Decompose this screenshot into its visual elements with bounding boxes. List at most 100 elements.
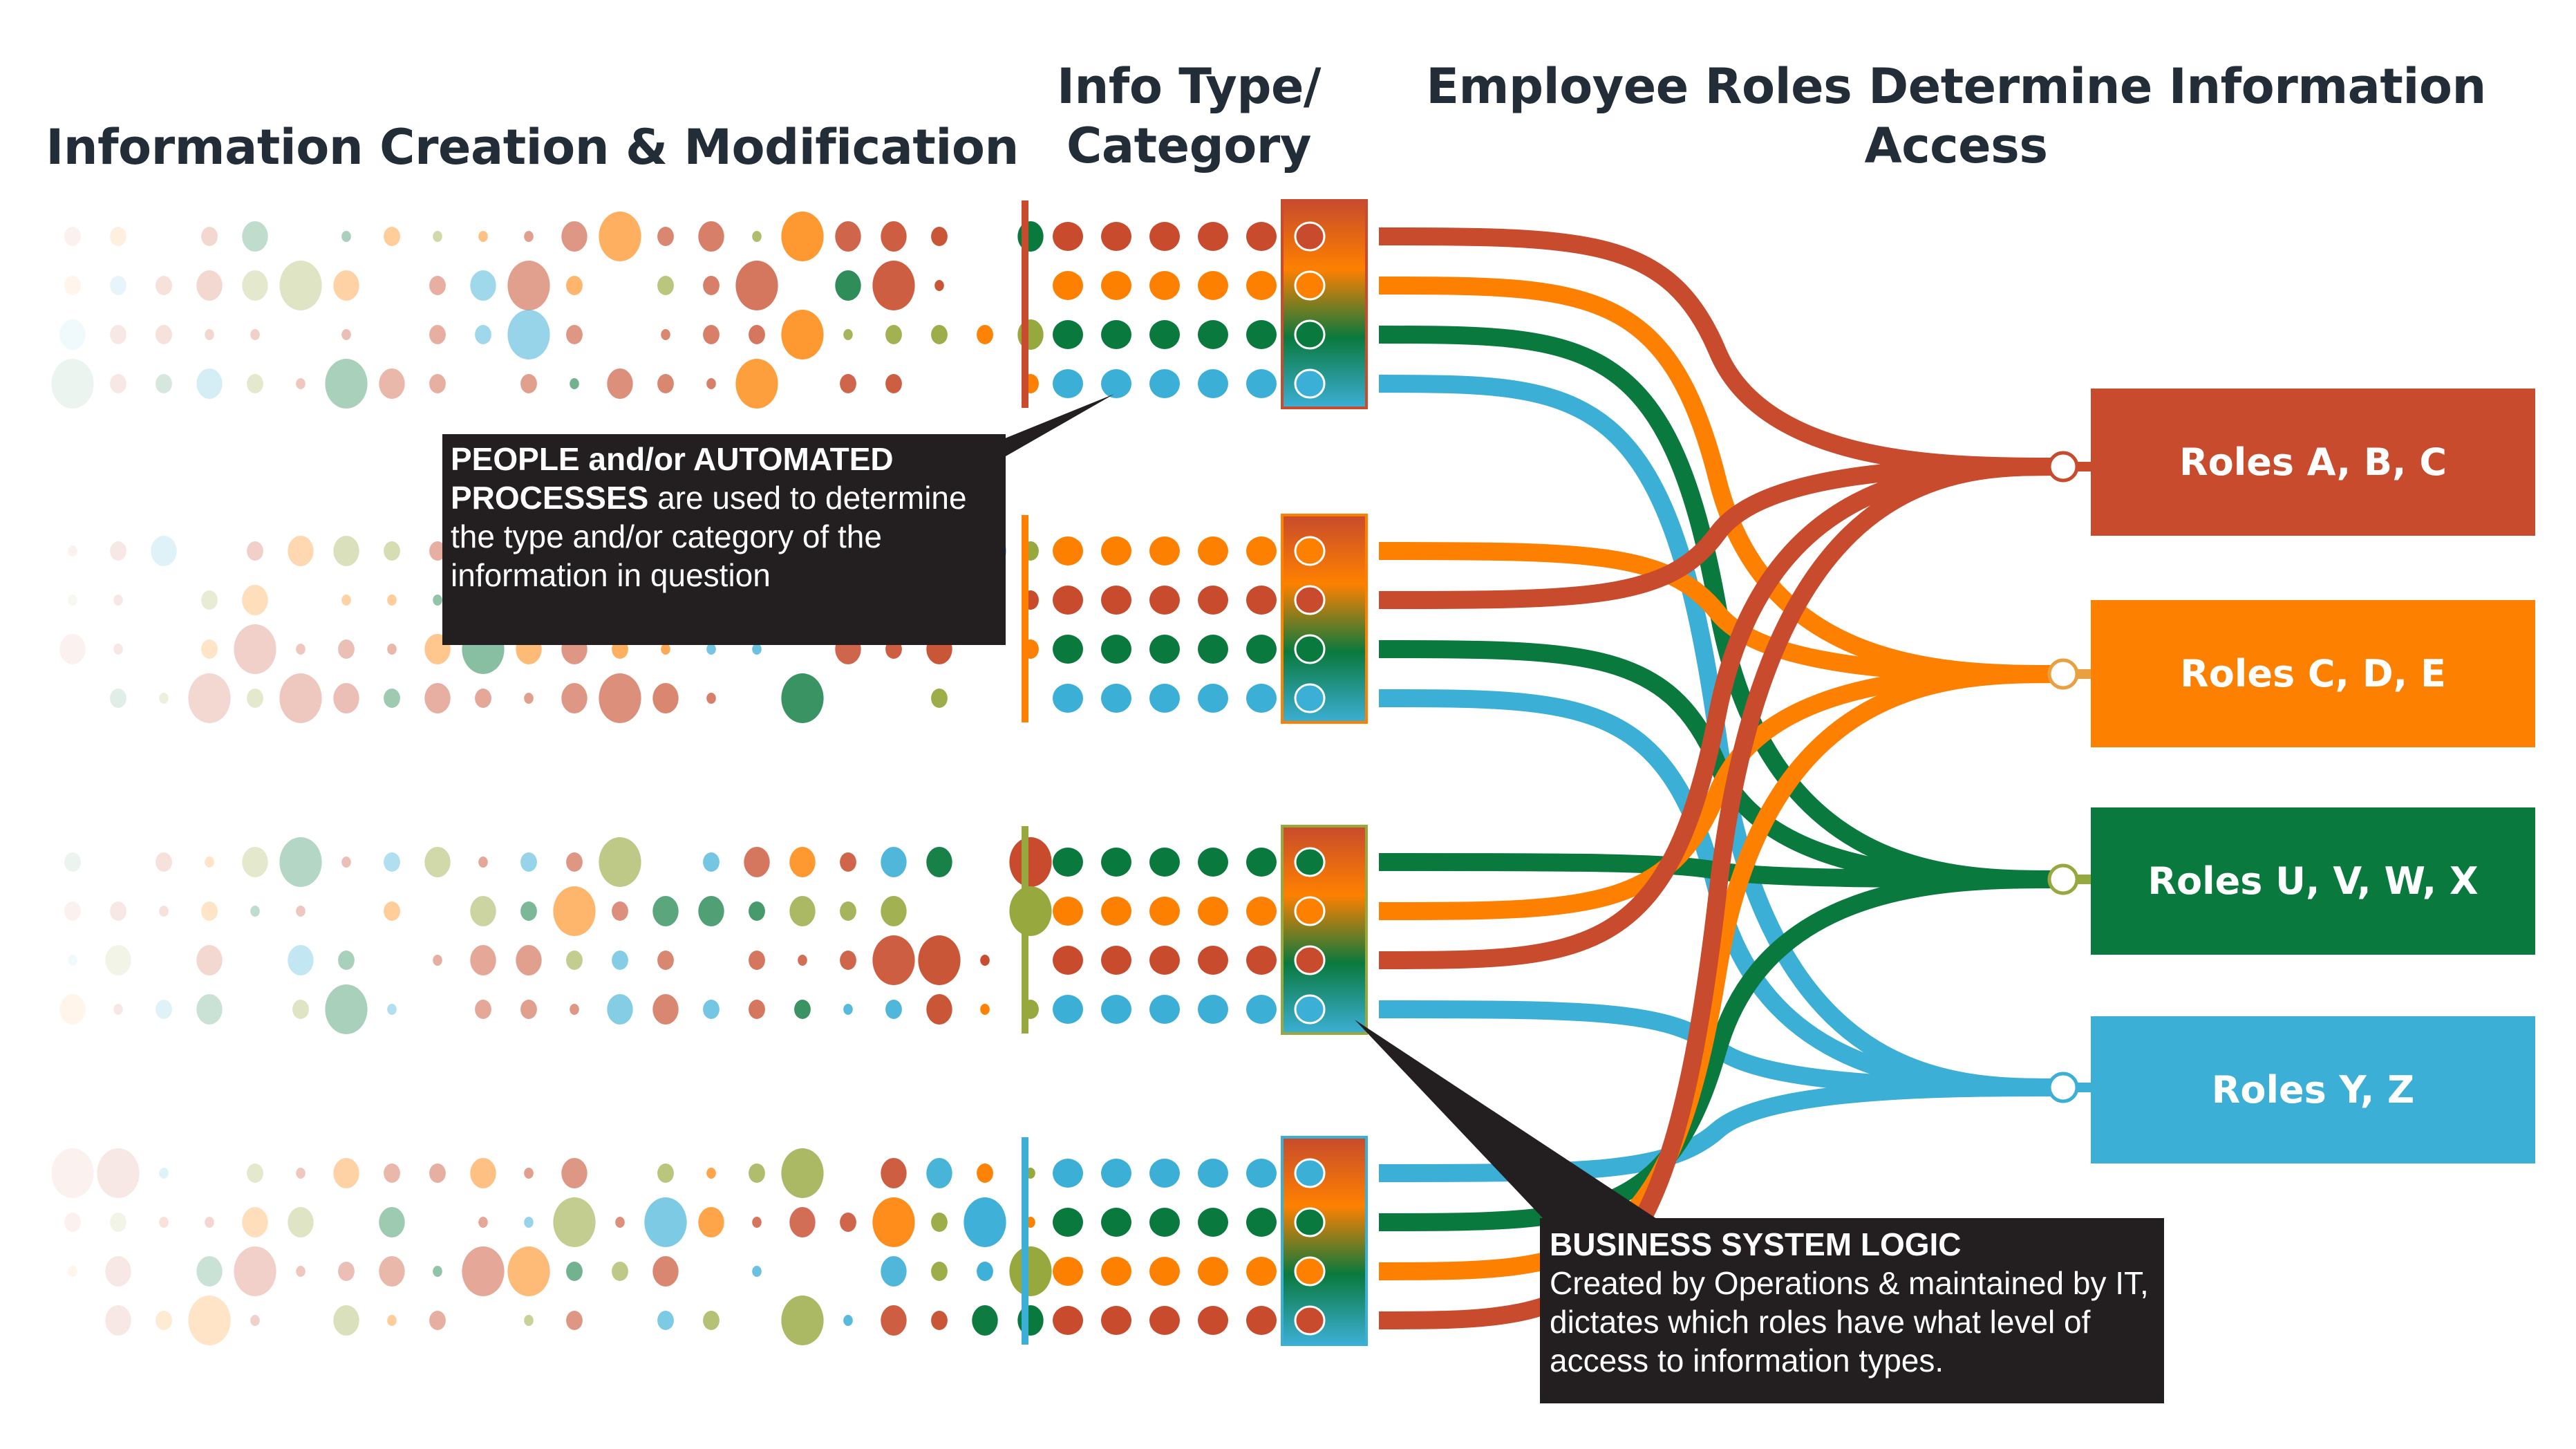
field-dot: [516, 945, 542, 975]
field-dot: [429, 541, 446, 561]
field-dot: [205, 329, 214, 340]
field-dot: [698, 1207, 724, 1237]
role-box-c-d-e[interactable]: Roles C, D, E: [2091, 600, 2535, 747]
field-dot: [247, 689, 263, 708]
info-dot-red: [1198, 946, 1228, 975]
info-dot-orange: [1149, 1257, 1180, 1286]
role-box-a-b-c[interactable]: Roles A, B, C: [2091, 389, 2535, 536]
field-dot: [196, 994, 223, 1025]
field-dot: [234, 1246, 276, 1296]
field-dot: [749, 901, 765, 921]
callout-business-logic: BUSINESS SYSTEM LOGIC Created by Operati…: [1540, 1218, 2164, 1403]
field-dot: [64, 852, 81, 872]
field-dot: [789, 1207, 816, 1237]
field-dot: [478, 231, 488, 242]
info-dot-red: [1246, 946, 1277, 975]
field-dot: [789, 847, 816, 877]
info-type-group-4: [1022, 1136, 1368, 1346]
field-dot: [520, 852, 537, 872]
field-dot: [333, 1158, 359, 1188]
info-dot-orange: [1198, 897, 1228, 926]
info-type-node-orange: [1294, 536, 1326, 566]
field-dot: [333, 270, 359, 301]
field-dot: [156, 325, 172, 344]
field-dot: [68, 1266, 77, 1277]
field-dot: [977, 1163, 993, 1183]
field-dot: [159, 1168, 169, 1179]
field-dot: [840, 852, 856, 872]
info-dot-blue: [1053, 995, 1083, 1024]
flow-red-to-role-0: [1378, 227, 2057, 476]
field-dot: [652, 1256, 679, 1287]
info-dot-blue: [1149, 995, 1180, 1024]
info-type-group-3: [1022, 825, 1368, 1035]
field-dot: [885, 325, 902, 344]
field-dot: [384, 901, 400, 921]
info-dot-orange: [1198, 1257, 1228, 1286]
field-dot: [196, 270, 223, 301]
field-dot: [752, 1217, 762, 1228]
field-dot: [835, 270, 861, 301]
info-dot-green: [1053, 848, 1083, 877]
field-dot: [247, 1163, 263, 1183]
field-dot: [570, 378, 579, 389]
field-dot: [387, 595, 397, 606]
role-box-u-v-w-x[interactable]: Roles U, V, W, X: [2091, 807, 2535, 955]
info-dot-orange: [1198, 536, 1228, 565]
group-bar: [1022, 1137, 1028, 1345]
field-dot: [612, 1262, 628, 1281]
info-dot-blue: [1101, 1159, 1131, 1188]
info-type-node-red: [1294, 585, 1326, 615]
info-dot-blue: [1101, 369, 1131, 398]
field-dot: [553, 1197, 596, 1247]
field-dot: [113, 1004, 123, 1015]
field-dot: [288, 945, 314, 975]
info-dot-red: [1246, 222, 1277, 251]
role-box-y-z[interactable]: Roles Y, Z: [2091, 1016, 2535, 1163]
field-dot: [872, 1197, 915, 1247]
info-dot-red: [1198, 586, 1228, 615]
role-hubs: [2047, 451, 2092, 1103]
field-dot: [657, 1311, 674, 1330]
field-dot: [706, 644, 716, 655]
field-dot: [196, 945, 223, 975]
field-dot: [566, 276, 583, 295]
role-label: Roles C, D, E: [2180, 652, 2446, 695]
field-dot: [188, 1296, 231, 1345]
info-dot-orange: [1101, 1257, 1131, 1286]
info-type-node-red: [1294, 945, 1326, 975]
field-dot: [657, 1163, 674, 1183]
field-dot: [470, 945, 496, 975]
field-dot: [661, 329, 670, 340]
field-dot: [341, 595, 351, 606]
field-dot: [470, 1158, 496, 1188]
field-dot: [752, 231, 762, 242]
info-type-node-orange: [1294, 1256, 1326, 1287]
role-label: Roles A, B, C: [2179, 440, 2447, 484]
field-dot: [520, 1000, 537, 1019]
field-dot: [607, 368, 633, 399]
field-dot: [657, 227, 674, 246]
field-dot: [520, 901, 537, 921]
info-type-node-blue: [1294, 1158, 1326, 1188]
role-hub-circle: [2047, 863, 2079, 895]
field-dot: [424, 683, 451, 713]
field-dot: [561, 221, 587, 252]
field-dot: [296, 906, 305, 917]
field-dot: [931, 325, 948, 344]
field-dot: [205, 857, 214, 868]
field-dot: [279, 673, 322, 723]
field-dot: [110, 276, 126, 295]
field-dot: [470, 896, 496, 926]
field-dot: [68, 545, 77, 557]
field-dot: [151, 536, 177, 566]
field-dot: [338, 951, 355, 970]
field-dot: [661, 644, 670, 655]
field-dot: [462, 1246, 505, 1296]
callout-people-text: are used to determine the type and/or ca…: [451, 480, 967, 593]
field-dot: [781, 1296, 824, 1345]
info-dot-green: [1246, 635, 1277, 664]
field-dot: [881, 1305, 907, 1336]
field-dot: [843, 329, 853, 340]
info-dot-red: [1101, 222, 1131, 251]
